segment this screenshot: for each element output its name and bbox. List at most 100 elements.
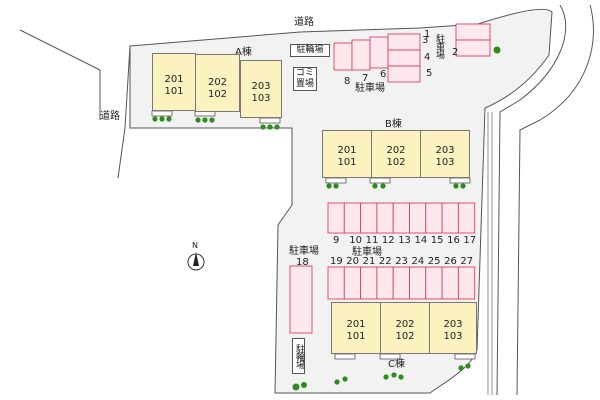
parking-space [369,36,389,69]
parking-number: 21 [362,256,376,267]
parking-number: 15 [430,235,444,246]
tree [267,124,273,130]
parking-number: 24 [411,256,425,267]
parking-label-middle: 駐車場 [352,247,382,258]
parking-number: 10 [349,235,363,246]
road-edge [124,45,131,129]
parking-number: 23 [395,256,408,267]
parking-number: 6 [380,69,387,80]
parking-space [376,266,394,300]
parking-spaces [289,23,491,334]
tree [460,183,466,189]
parking-space [327,202,345,234]
tree [152,116,158,122]
parking-space [409,202,427,234]
tree [398,374,404,380]
building-a-label: A棟 [235,47,252,58]
parking-space [333,42,353,71]
parking-number: 5 [426,68,433,79]
parking-space [455,39,491,57]
tree [209,117,215,123]
parking-space [289,265,313,334]
parking-number: 18 [296,257,309,268]
building-c-unit: 202 102 [380,302,430,354]
parking-number: 27 [460,256,474,267]
parking-number: 22 [378,256,392,267]
tree [383,374,389,380]
tree [333,183,339,189]
parking-number: 8 [344,76,351,87]
road-label-top: 道路 [294,17,314,28]
parking-space [360,202,378,234]
building-b-unit: 203 103 [420,130,470,178]
parking-number: 17 [463,235,477,246]
bicycle-parking-top: 駐輪場 [290,44,330,57]
tree [391,372,397,378]
building-b-unit: 202 102 [371,130,421,178]
tree [292,383,300,391]
tree [159,116,165,122]
parking-number: 7 [362,73,369,84]
compass [187,252,205,271]
parking-number: 16 [447,235,460,246]
building-c-unit: 203 103 [429,302,477,354]
tree [342,376,348,382]
building-b-unit: 201 101 [322,130,372,178]
building-a-unit: 203 103 [240,60,282,118]
tree [465,363,471,369]
parking-space [392,266,410,300]
parking-number: 12 [381,235,395,246]
parking-label-top: 駐車場 [355,83,385,94]
parking-number: 26 [444,256,457,267]
tree [372,183,378,189]
parking-label-left: 駐車場 [289,246,319,257]
tree [326,183,332,189]
road-label-left: 道路 [100,111,120,122]
building-c-label: C棟 [388,359,405,370]
tree [301,382,307,388]
road-edge [516,4,594,396]
parking-number: 9 [333,235,340,246]
parking-number: 25 [427,256,441,267]
north-label: N [192,241,198,250]
building-porches [151,110,476,360]
parking-space [441,202,459,234]
tree [274,124,280,130]
building-a-unit: 201 101 [152,53,196,111]
parking-space [351,39,371,71]
parking-space [409,266,427,300]
parking-space [392,202,410,234]
parking-number: 2 [452,47,459,58]
road-edge [19,29,101,71]
tree [458,365,464,371]
bicycle-parking-bottom: 駐輪場 [292,338,305,374]
parking-space [376,202,394,234]
tree [202,117,208,123]
parking-number: 19 [330,256,343,267]
tree [260,124,266,130]
tree [453,183,459,189]
parking-number: 13 [398,235,411,246]
tree [380,183,386,189]
building-a-unit: 202 102 [195,54,240,112]
parking-number: 20 [346,256,360,267]
building-c-unit: 201 101 [331,302,381,354]
parking-number: 14 [414,235,428,246]
parking-label-topright: 駐車場 [434,34,444,58]
road-edge [117,127,126,179]
road-edge [496,4,567,396]
parking-number: 3 [422,35,429,46]
tree [195,117,201,123]
parking-space [387,65,421,83]
parking-space [387,33,421,51]
building-b-label: B棟 [385,119,402,130]
parking-space [425,266,443,300]
tree [166,116,172,122]
trees [152,46,501,391]
parking-number: 1 [424,29,431,40]
parking-space [425,202,443,234]
parking-space [360,266,378,300]
parking-space [343,266,362,300]
parking-space [441,266,459,300]
